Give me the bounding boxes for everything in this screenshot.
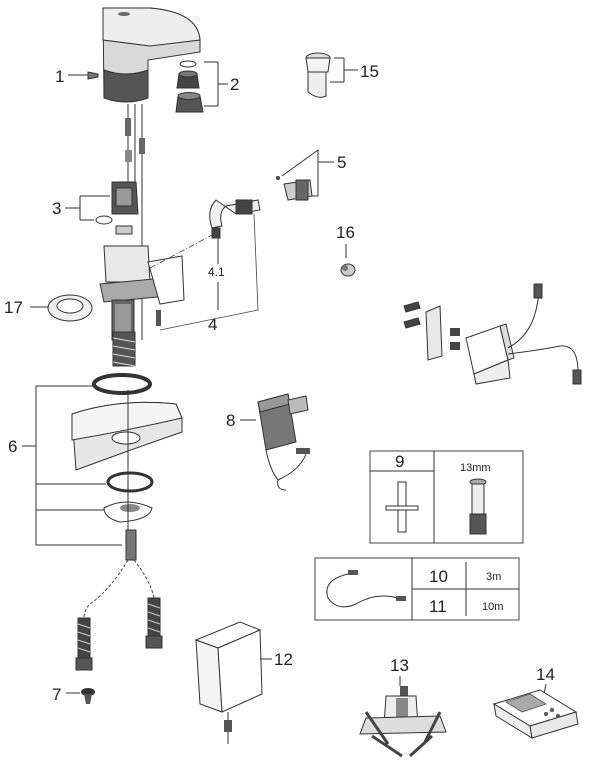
cap-nut-part [340, 263, 356, 277]
callout-2: 2 [230, 75, 239, 94]
aerator-set [175, 60, 204, 113]
filter-part [81, 688, 95, 704]
connection-hoses [75, 529, 163, 671]
callout-8: 8 [226, 411, 235, 430]
callout-11: 11 [429, 597, 447, 616]
valve-kit [209, 176, 313, 239]
control-box-assembly [403, 283, 582, 385]
callout-4-1: 4.1 [208, 265, 225, 279]
callout-5: 5 [337, 153, 346, 172]
callout-7: 7 [52, 685, 61, 704]
cable-table-10-11: 10 11 3m 10m [314, 557, 520, 621]
callout-6: 6 [8, 437, 17, 456]
socket-wrench-tool [469, 478, 487, 535]
threaded-stud [112, 331, 136, 367]
callout-4: 4 [208, 315, 217, 334]
callout-16: 16 [336, 223, 355, 242]
spray-nozzle-part [305, 52, 331, 98]
base-ring [47, 294, 93, 322]
remote-control [492, 689, 579, 739]
set-screw [87, 71, 99, 80]
callout-3: 3 [52, 199, 61, 218]
callout-14: 14 [536, 665, 555, 684]
power-adapter [257, 393, 310, 491]
battery-box [194, 621, 263, 744]
tool-table-9: 9 13mm [369, 450, 524, 544]
faucet-body [102, 7, 201, 103]
callout-15: 15 [360, 62, 379, 81]
cable-length-10m: 10m [482, 601, 503, 613]
fixing-set [359, 686, 447, 758]
assembly-guide-lines [149, 213, 259, 331]
cable-length-3m: 3m [486, 571, 501, 583]
callout-12: 12 [274, 650, 293, 669]
sensor-cables [125, 104, 145, 340]
mounting-assembly [99, 225, 185, 341]
extension-cable [326, 570, 406, 608]
callout-1: 1 [55, 67, 64, 86]
callout-9: 9 [395, 452, 404, 471]
mounting-set [71, 373, 183, 530]
solenoid-valve [95, 181, 139, 225]
callout-13: 13 [390, 656, 409, 675]
size-label-13mm: 13mm [460, 462, 491, 474]
callout-10: 10 [429, 567, 448, 586]
installation-key-tool [385, 481, 419, 533]
callout-17: 17 [4, 298, 23, 317]
